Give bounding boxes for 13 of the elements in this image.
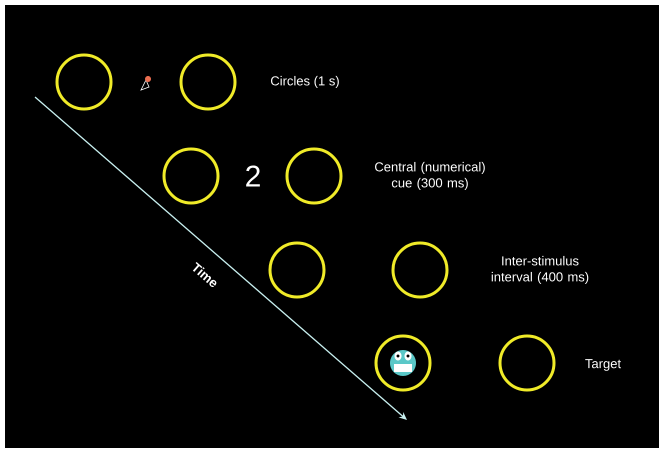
stimulus-circle bbox=[162, 148, 220, 204]
stage-label: Circles (1 s) bbox=[271, 76, 339, 88]
stage-label: Inter-stimulus interval (400 ms) bbox=[492, 256, 588, 284]
stage-label: Central (numerical) cue (300 ms) bbox=[375, 162, 485, 190]
stimulus-circle bbox=[374, 334, 432, 392]
cue-number: 2 bbox=[246, 166, 260, 186]
stimulus-circle bbox=[268, 242, 326, 298]
stimulus-circle bbox=[498, 334, 556, 392]
stimulus-circle bbox=[56, 54, 112, 110]
stimulus-circle bbox=[392, 242, 448, 298]
stimulus-circle bbox=[286, 148, 342, 204]
stage-label: Target bbox=[585, 359, 621, 371]
stimulus-circle bbox=[180, 54, 236, 110]
